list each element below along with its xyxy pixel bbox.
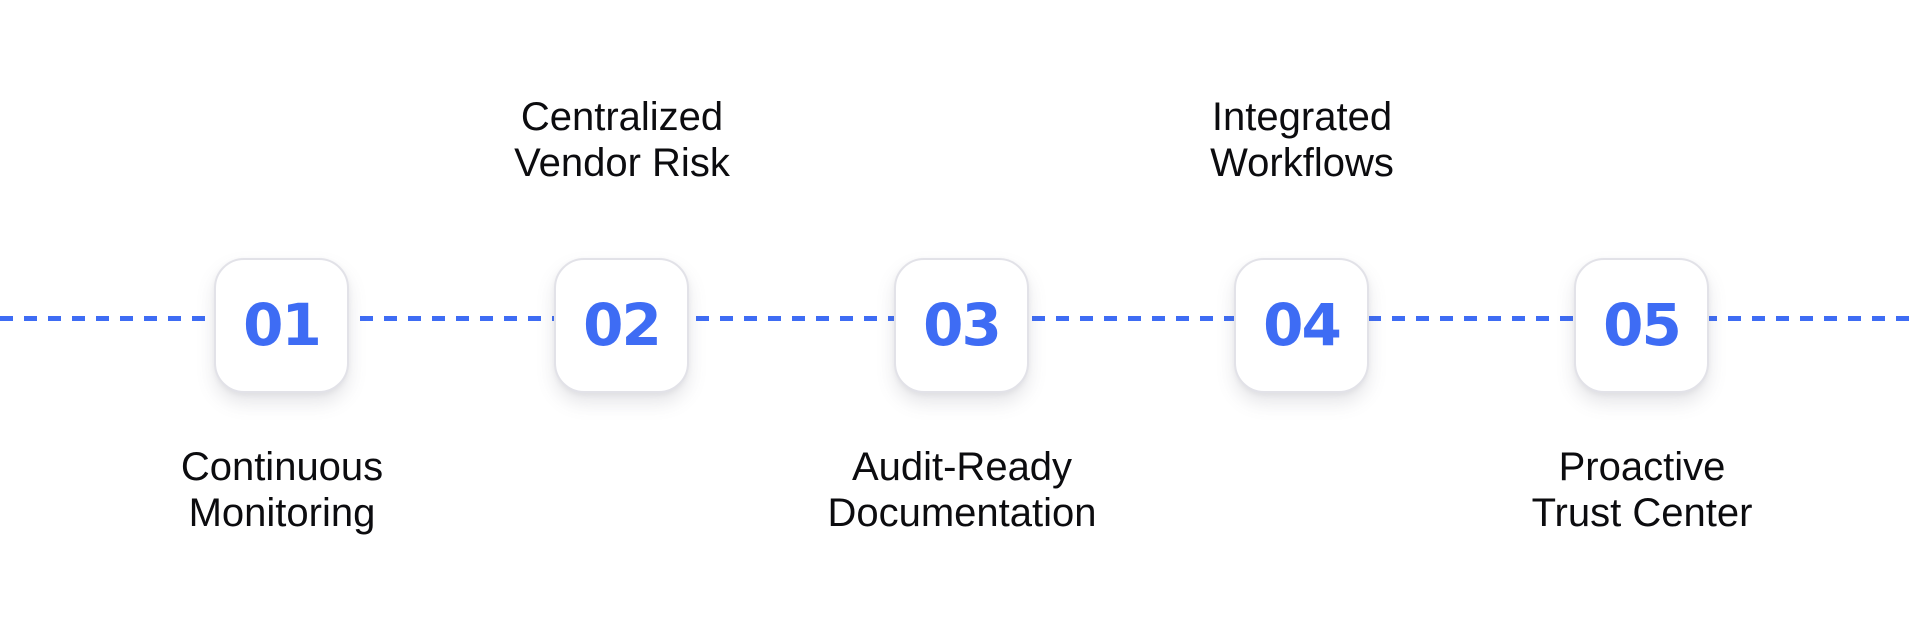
step-label-03: Audit-Ready Documentation <box>742 444 1182 536</box>
step-number-04: 04 <box>1263 290 1342 359</box>
step-label-05-line-2: Trust Center <box>1531 491 1753 535</box>
step-label-02-line-1: Centralized <box>520 95 724 139</box>
step-box-05: 05 <box>1574 258 1709 393</box>
step-number-05: 05 <box>1603 290 1682 359</box>
step-number-02: 02 <box>583 290 662 359</box>
step-box-03: 03 <box>894 258 1029 393</box>
step-label-03-line-1: Audit-Ready <box>851 445 1073 489</box>
step-label-01: Continuous Monitoring <box>62 444 502 536</box>
step-label-05: Proactive Trust Center <box>1422 444 1862 536</box>
step-number-01: 01 <box>243 290 322 359</box>
step-label-01-line-1: Continuous <box>180 445 384 489</box>
step-box-04: 04 <box>1234 258 1369 393</box>
step-label-02-line-2: Vendor Risk <box>514 141 730 185</box>
step-label-03-line-2: Documentation <box>827 491 1097 535</box>
step-label-04-line-2: Workflows <box>1210 141 1394 185</box>
step-number-03: 03 <box>923 290 1002 359</box>
step-label-02: Centralized Vendor Risk <box>402 94 842 186</box>
step-label-04-line-1: Integrated <box>1211 95 1393 139</box>
step-label-04: Integrated Workflows <box>1082 94 1522 186</box>
step-label-01-line-2: Monitoring <box>188 491 376 535</box>
step-box-01: 01 <box>214 258 349 393</box>
step-label-05-line-1: Proactive <box>1558 445 1726 489</box>
step-box-02: 02 <box>554 258 689 393</box>
